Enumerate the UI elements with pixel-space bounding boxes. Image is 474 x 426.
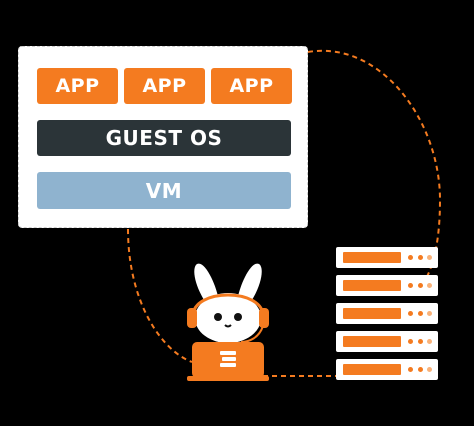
server-rack-icon [336, 247, 438, 381]
server-unit [336, 331, 438, 352]
app-block-3: APP [211, 68, 292, 104]
vm-block: VM [37, 172, 291, 209]
server-unit [336, 303, 438, 324]
bunny-with-headphones-and-laptop-icon [187, 263, 269, 381]
app-block-2: APP [124, 68, 205, 104]
server-unit [336, 359, 438, 380]
server-unit [336, 275, 438, 296]
server-unit [336, 247, 438, 268]
guest-os-block: GUEST OS [37, 120, 291, 156]
app-block-1: APP [37, 68, 118, 104]
